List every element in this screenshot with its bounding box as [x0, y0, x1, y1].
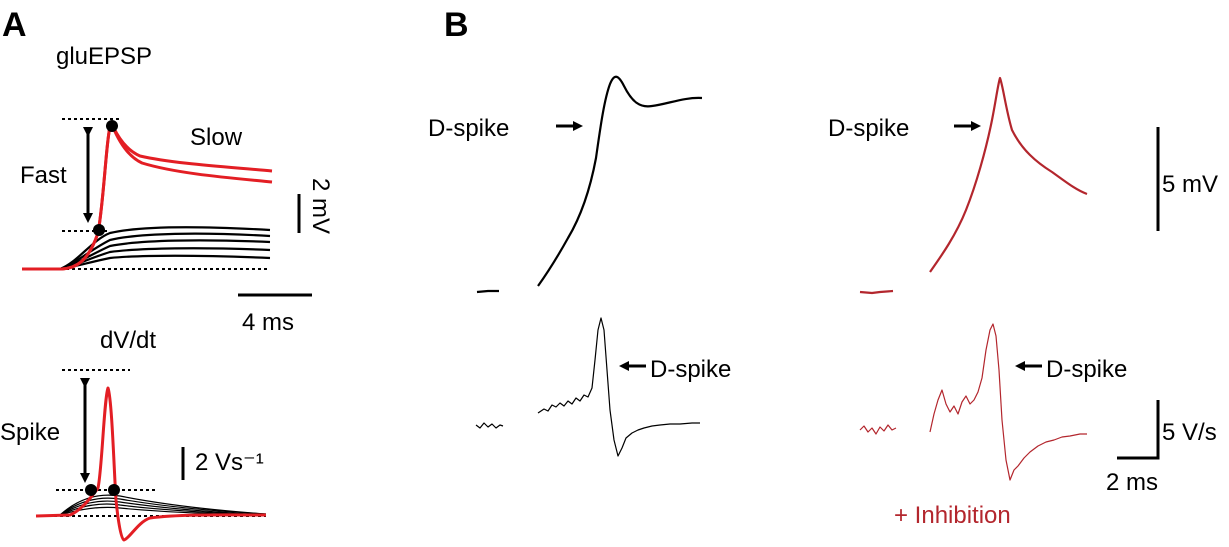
time-scale-label-b: 2 ms: [1106, 469, 1158, 496]
voltage-trace-inhibition: [929, 76, 1088, 273]
fast-label: Fast: [20, 162, 67, 189]
dspike-label-voltage-inhibition: D-spike: [828, 115, 909, 142]
slow-label: Slow: [190, 124, 243, 151]
threshold-marker: [93, 224, 105, 236]
epsp-trace-3: [59, 239, 271, 271]
time-scale-label: 4 ms: [242, 309, 294, 336]
panel-a-dvdt: dV/dt Spike 2 Vs⁻¹: [0, 327, 267, 542]
rate-trace-control: [537, 317, 700, 457]
panel-a-glu-epsp: gluEPSP Slow Fast 2 mV 4 ms: [20, 43, 334, 336]
rate-scale-label-b: 5 V/s: [1162, 419, 1217, 446]
dvdt-trace-5: [59, 494, 267, 516]
glu-epsp-title: gluEPSP: [56, 43, 152, 70]
voltage-trace-inhibition-baseline: [859, 289, 894, 295]
peak-marker: [106, 120, 118, 132]
voltage-scale-label: 2 mV: [307, 178, 334, 234]
epsp-trace-4: [59, 232, 271, 271]
voltage-scale-label-b: 5 mV: [1162, 171, 1218, 198]
panel-label-b: B: [444, 6, 469, 44]
panel-b-inhibition: D-spike D-spike: [828, 76, 1127, 481]
dspike-label-rate-control: D-spike: [650, 356, 731, 383]
voltage-trace-control: [537, 75, 703, 287]
dvdt-title: dV/dt: [100, 327, 156, 354]
dspike-label-voltage-control: D-spike: [428, 115, 509, 142]
voltage-trace-control-baseline: [476, 289, 499, 294]
spike-label: Spike: [0, 419, 60, 446]
epsp-trace-5: [59, 226, 271, 271]
rate-time-scale-bar: [1117, 400, 1160, 460]
rate-scale-label: 2 Vs⁻¹: [195, 449, 264, 476]
rate-trace-inhibition-baseline: [859, 424, 897, 435]
panel-b-control: D-spike D-spike: [428, 75, 731, 457]
rate-trace-inhibition: [929, 323, 1087, 481]
dvdt-marker-1: [85, 484, 97, 496]
panel-label-a: A: [2, 6, 27, 44]
rate-trace-control-baseline: [475, 422, 504, 429]
panel-b-scale-bars: 5 mV 5 V/s 2 ms + Inhibition: [894, 127, 1218, 529]
dspike-label-rate-inhibition: D-spike: [1046, 356, 1127, 383]
dvdt-marker-2: [108, 484, 120, 496]
inhibition-condition-label: + Inhibition: [894, 502, 1011, 529]
dvdt-trace-4: [59, 497, 267, 516]
